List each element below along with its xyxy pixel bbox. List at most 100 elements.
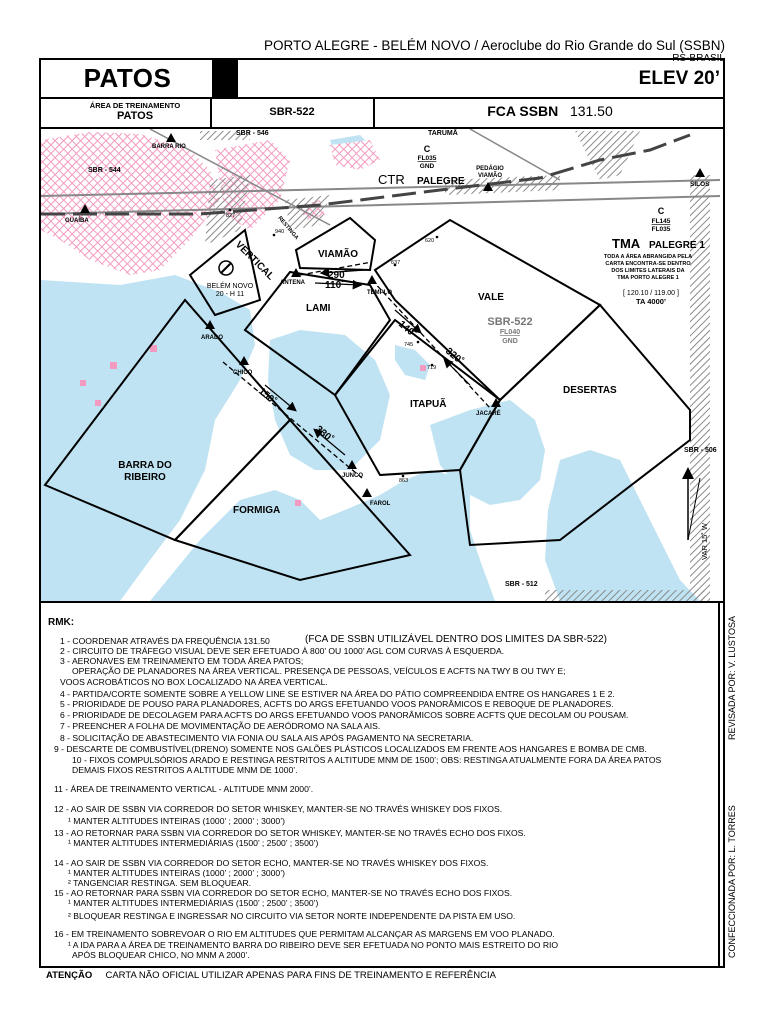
sector-desertas-label: DESERTAS: [563, 385, 617, 396]
fix-triangles: [80, 133, 705, 497]
remark-line: VOOS ACROBÁTICOS NO BOX LOCALIZADO NA ÁR…: [60, 677, 328, 687]
sbr544-label: SBR - 544: [88, 167, 121, 174]
chart-title: PATOS: [83, 63, 172, 93]
fca-frequency: FCA SSBN 131.50: [375, 103, 725, 119]
urban-marks: [80, 345, 426, 506]
sbr-label: SBR-522: [269, 106, 315, 118]
tma-note: TODA A ÁREA ABRANGIDA PELA: [604, 253, 692, 260]
remark-line: ² BLOQUEAR RESTINGA E INGRESSAR NO CIRCU…: [68, 911, 516, 921]
spot-elevation: 637: [391, 260, 400, 266]
divider: [718, 603, 720, 968]
sector-formiga-label: FORMIGA: [233, 505, 280, 516]
divider: [39, 127, 725, 129]
sbr546-label: SBR - 546: [236, 130, 269, 137]
taruma-label: TARUMÃ: [428, 129, 458, 137]
remark-line: DEMAIS FIXOS RESTRITOS A ALTITUDE MNM DE…: [72, 765, 298, 775]
transition-altitude: TA 4000’: [636, 297, 666, 306]
sbr522-bottom: GND: [502, 338, 518, 345]
sector-viamao-label: VIAMÃO: [318, 247, 358, 260]
arado-fix: ARADO: [201, 335, 223, 341]
templo-fix: TEMPLO: [367, 290, 392, 296]
sector-viamao: [294, 216, 377, 272]
spot-elevation: 863: [399, 478, 408, 484]
chico-fix: CHICO: [233, 370, 253, 376]
sbr522-top: FL040: [500, 329, 520, 336]
divider: [373, 99, 375, 127]
remark-line: ² TANGENCIAR RESTINGA. SEM BLOQUEAR.: [68, 878, 252, 888]
tma-label: TMA: [612, 236, 641, 251]
junco-fix: JUNCO: [342, 473, 363, 479]
footer-text: CARTA NÃO OFICIAL UTILIZAR APENAS PARA F…: [105, 970, 496, 981]
remark-line: 3 - AERONAVES EM TREINAMENTO EM TODA ÁRE…: [60, 656, 304, 666]
training-area-map: SBR - 546 SBR - 544 SBR - 506 SBR - 512 …: [41, 129, 721, 601]
training-sectors: [43, 216, 691, 582]
rmk-title: RMK:: [48, 617, 75, 628]
route-arrows: [264, 267, 471, 456]
sbr506-label: SBR - 506: [684, 447, 717, 454]
location-line: PORTO ALEGRE - BELÉM NOVO / Aeroclube do…: [264, 38, 725, 53]
class-c2-label: C: [658, 206, 665, 216]
remark-line: 14 - AO SAIR DE SSBN VIA CORREDOR DO SET…: [54, 858, 489, 868]
guaiba-label: GUAÍBA: [65, 216, 89, 224]
sector-vale-label: VALE: [478, 292, 504, 303]
training-area-name: PATOS: [116, 110, 154, 122]
divider: [210, 99, 212, 127]
remark-line: 13 - AO RETORNAR PARA SSBN VIA CORREDOR …: [54, 828, 526, 838]
sbr512-label: SBR - 512: [505, 581, 538, 588]
spot-elevation: 745: [404, 342, 413, 348]
remark-line: ¹ MANTER ALTITUDES INTEIRAS (1000’ ; 200…: [68, 868, 285, 878]
remark-line: ¹ MANTER ALTITUDES INTERMEDIÁRIAS (1500’…: [68, 838, 319, 848]
remark-line: ¹ MANTER ALTITUDES INTEIRAS (1000’ ; 200…: [68, 816, 285, 826]
training-area-label: ÁREA DE TREINAMENTO: [89, 101, 181, 110]
spot-elevation: 620: [425, 238, 434, 244]
tma-note: TMA PORTO ALEGRE 1: [617, 275, 679, 281]
class-c-label: C: [424, 144, 431, 154]
remark-line: OPERAÇÃO DE PLANADORES NA ÁREA VERTICAL.…: [72, 666, 566, 676]
tma-note: CARTA ENCONTRA-SE DENTRO: [605, 261, 691, 267]
sector-barra-label: BARRA DO: [118, 460, 172, 471]
divider: [39, 97, 725, 99]
ctr-name: PALEGRE: [417, 176, 465, 187]
divider: [39, 601, 725, 603]
remark-line: 12 - AO SAIR DE SSBN VIA CORREDOR DO SET…: [54, 804, 503, 814]
runway-label: 20 - H 11: [216, 291, 244, 298]
remark-line: 9 - DESCARTE DE COMBUSTÍVEL(DRENO) SOMEN…: [54, 744, 647, 754]
antena-fix: ANTENA: [280, 280, 306, 286]
silos-label: SILOS: [690, 181, 710, 188]
tma-frequencies: [ 120.10 / 119.00 ]: [623, 290, 679, 297]
title-box: [41, 60, 214, 97]
sector-lami: [243, 270, 392, 397]
viamao-fix-label: VIAMÃO: [478, 172, 502, 179]
routes: [222, 261, 491, 479]
ctr-boundary: [41, 133, 691, 216]
class-c-bottom: GND: [420, 163, 435, 170]
remark-line: 5 - PRIORIDADE DE POUSO PARA PLANADORES,…: [60, 699, 614, 709]
tma-name: PALEGRE 1: [649, 240, 705, 251]
class-c-top: FL035: [418, 155, 437, 162]
sbr522-map-label: SBR-522: [487, 316, 532, 328]
sector-barra-label: RIBEIRO: [124, 472, 166, 483]
fca-freq: 131.50: [569, 103, 613, 119]
remark-line: 11 - ÁREA DE TREINAMENTO VERTICAL - ALTI…: [54, 784, 314, 794]
remark-line: 8 - SOLICITAÇÃO DE ABASTECIMENTO VIA FON…: [60, 733, 474, 743]
remark-line: ¹ MANTER ALTITUDES INTERMEDIÁRIAS (1500’…: [68, 898, 319, 908]
sector-itapua-label: ITAPUÃ: [410, 397, 446, 410]
pedagio-label: PEDÁGIO: [476, 165, 504, 172]
spot-elevation: 719: [427, 365, 436, 371]
sector-lami-label: LAMI: [306, 303, 331, 314]
remark-line: 7 - PREENCHER A FOLHA DE MOVIMENTAÇÃO DE…: [60, 721, 381, 731]
heading-290: 290˚: [328, 269, 348, 281]
footer: ATENÇÃO CARTA NÃO OFICIAL UTILIZAR APENA…: [46, 970, 496, 981]
spot-elevation: 940: [275, 229, 284, 235]
belem-novo-label: BELÉM NOVO: [207, 281, 254, 290]
sector-vertical: [188, 228, 262, 317]
sector-desertas: [458, 303, 691, 547]
airport-icon: [218, 260, 234, 276]
remark-line: 4 - PARTIDA/CORTE SOMENTE SOBRE A YELLOW…: [60, 689, 615, 699]
ctr-label: CTR: [378, 172, 405, 187]
remark-line: 10 - FIXOS COMPULSÓRIOS ARADO E RESTINGA…: [72, 755, 662, 765]
footer-attention: ATENÇÃO: [46, 970, 93, 981]
title-bar-block: [214, 60, 238, 97]
remark-line-note: (FCA DE SSBN UTILIZÁVEL DENTRO DOS LIMIT…: [305, 634, 607, 645]
jacare-fix: JACARÉ: [476, 409, 501, 417]
